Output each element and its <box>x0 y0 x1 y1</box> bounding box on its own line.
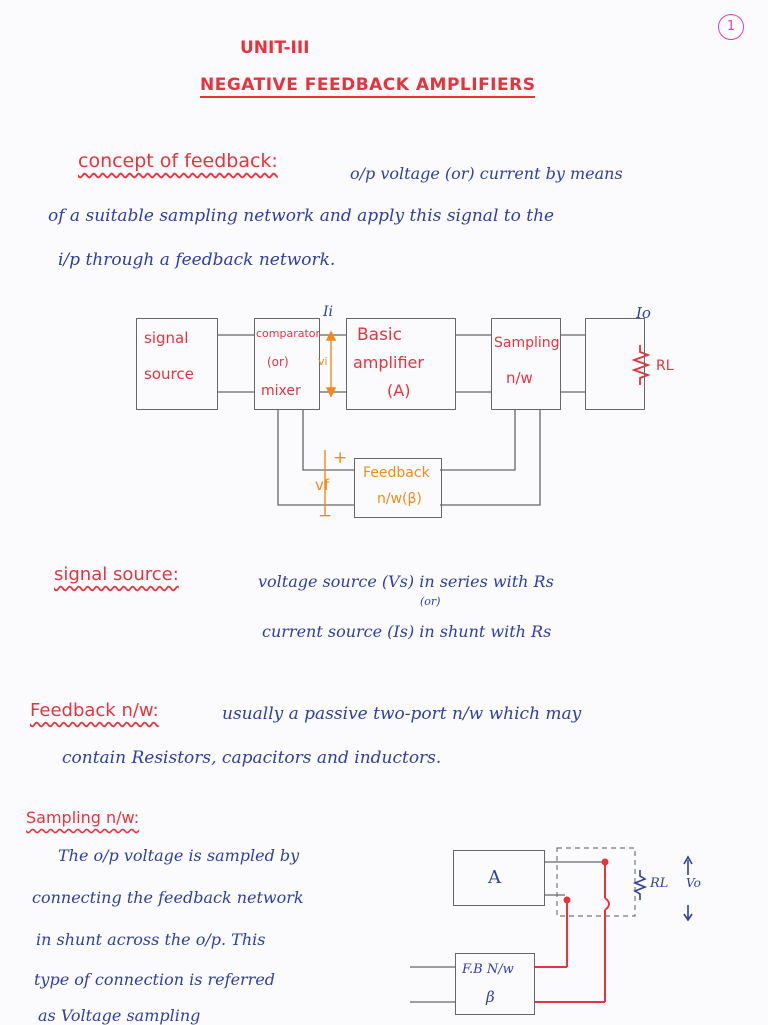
signal-source-label-1: signal <box>144 329 189 347</box>
basic-amplifier-label-1: Basic <box>357 325 403 345</box>
feedback-block: Feedback n/w(β) <box>354 458 442 518</box>
plus-sign: + <box>333 448 348 468</box>
sampling-amp-block: A <box>453 850 545 906</box>
vi-label: vi <box>318 355 328 368</box>
comparator-block: comparator (or) mixer <box>254 318 320 410</box>
comparator-label-2: (or) <box>267 355 289 369</box>
sampling-fb-block: F.B N/w β <box>455 953 535 1015</box>
sampling-nw-heading: Sampling n/w: <box>26 808 140 827</box>
page-title: NEGATIVE FEEDBACK AMPLIFIERS <box>200 75 536 98</box>
load-block <box>585 318 645 410</box>
input-current-label: Ii <box>323 304 334 320</box>
signal-source-line-1: voltage source (Vs) in series with Rs <box>258 572 554 591</box>
sampling-block: Sampling n/w <box>491 318 561 410</box>
signal-source-block: signal source <box>136 318 218 410</box>
signal-source-line-2: current source (Is) in shunt with Rs <box>262 622 552 641</box>
sampling-nw-line-5: as Voltage sampling <box>38 1006 201 1025</box>
feedback-nw-line-2: contain Resistors, capacitors and induct… <box>62 748 442 768</box>
vf-label: vf <box>315 476 330 494</box>
sampling-load-label: RL <box>650 876 669 891</box>
sampling-label-1: Sampling <box>494 335 560 351</box>
feedback-label-1: Feedback <box>363 465 430 481</box>
sampling-label-2: n/w <box>506 369 533 387</box>
page-number: 1 <box>718 14 744 40</box>
unit-title: UNIT-III <box>240 38 310 58</box>
load-resistor-label: RL <box>656 358 674 374</box>
comparator-label-1: comparator <box>256 327 321 340</box>
signal-source-label-2: source <box>144 365 194 383</box>
output-current-label: Io <box>636 304 651 322</box>
minus-sign: − <box>318 506 333 526</box>
concept-line-1: o/p voltage (or) current by means <box>350 164 623 183</box>
sampling-fb-label-2: β <box>486 988 495 1006</box>
feedback-label-2: n/w(β) <box>377 491 422 507</box>
feedback-nw-heading: Feedback n/w: <box>30 700 159 721</box>
basic-amplifier-label-2: amplifier <box>353 353 424 372</box>
basic-amplifier-block: Basic amplifier (A) <box>346 318 456 410</box>
feedback-nw-line-1: usually a passive two-port n/w which may <box>222 704 582 724</box>
concept-line-2: of a suitable sampling network and apply… <box>48 206 555 226</box>
sampling-nw-line-1: The o/p voltage is sampled by <box>58 846 300 865</box>
basic-amplifier-label-3: (A) <box>387 381 411 400</box>
sampling-fb-label-1: F.B N/w <box>462 962 514 977</box>
sampling-amp-label: A <box>488 867 501 888</box>
sampling-nw-line-3: in shunt across the o/p. This <box>36 930 266 949</box>
concept-heading: concept of feedback: <box>78 150 278 172</box>
signal-source-or: (or) <box>420 595 441 608</box>
sampling-nw-line-4: type of connection is referred <box>34 970 276 989</box>
sampling-nw-line-2: connecting the feedback network <box>32 888 304 907</box>
concept-line-3: i/p through a feedback network. <box>58 250 336 270</box>
signal-source-heading: signal source: <box>54 564 179 585</box>
sampling-vo-label: Vo <box>686 876 701 890</box>
comparator-label-3: mixer <box>261 383 301 399</box>
